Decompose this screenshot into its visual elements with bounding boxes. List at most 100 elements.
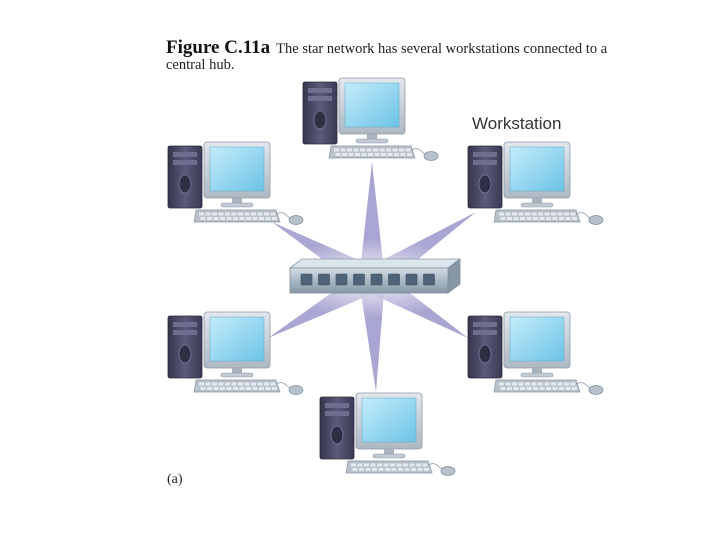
- keyboard-key: [386, 148, 391, 152]
- monitor-neck: [532, 198, 542, 203]
- keyboard-key: [403, 463, 408, 467]
- drive-bay: [473, 152, 497, 157]
- keyboard-key: [374, 153, 380, 156]
- drive-bay: [473, 330, 497, 335]
- keyboard-key: [368, 153, 373, 156]
- keyboard-key: [392, 148, 398, 152]
- mouse-cord: [275, 212, 291, 219]
- keyboard-key: [200, 387, 206, 390]
- tower-panel: [178, 174, 192, 194]
- mouse-cord: [427, 463, 443, 470]
- keyboard-key: [257, 382, 263, 386]
- keyboard-key: [213, 387, 219, 390]
- keyboard-key: [552, 217, 558, 220]
- keyboard-key: [359, 468, 364, 471]
- keyboard-key: [357, 463, 363, 467]
- monitor-neck: [232, 368, 242, 373]
- keyboard-key: [520, 387, 525, 390]
- keyboard-key: [238, 212, 243, 216]
- keyboard-key: [409, 463, 415, 467]
- keyboard-key: [272, 217, 277, 220]
- keyboard-key: [546, 387, 551, 390]
- keyboard-key: [544, 212, 550, 216]
- drive-bay: [473, 322, 497, 327]
- monitor-base: [372, 453, 406, 459]
- keyboard-key: [225, 382, 230, 386]
- keyboard-key: [557, 382, 563, 386]
- keyboard-key: [378, 468, 384, 471]
- drive-bay: [325, 411, 349, 416]
- keyboard-key: [570, 382, 576, 386]
- keyboard-key: [533, 217, 538, 220]
- keyboard-key: [411, 468, 416, 471]
- keyboard-key: [360, 148, 365, 152]
- mouse-cord: [575, 382, 591, 389]
- hub-port: [423, 273, 435, 286]
- keyboard-key: [252, 217, 258, 220]
- keyboard-key: [264, 212, 269, 216]
- keyboard-key: [364, 463, 369, 467]
- hub-port: [405, 273, 418, 286]
- keyboard-key: [525, 382, 530, 386]
- tower-panel: [313, 110, 327, 130]
- keyboard-key: [259, 217, 264, 220]
- keyboard-key: [533, 387, 538, 390]
- keyboard-key: [265, 387, 271, 390]
- monitor-screen: [509, 316, 565, 362]
- keyboard-key: [246, 387, 251, 390]
- hub-front: [289, 267, 449, 294]
- workstation: [302, 77, 439, 161]
- keyboard-key: [387, 153, 393, 156]
- hub-port: [353, 273, 365, 286]
- keyboard-key: [399, 148, 404, 152]
- central-hub: [288, 258, 462, 294]
- drive-bay: [325, 403, 349, 408]
- keyboard-key: [377, 463, 382, 467]
- keyboard-key: [520, 217, 525, 220]
- hub-top: [288, 258, 462, 269]
- keyboard-key: [564, 382, 569, 386]
- keyboard-key: [513, 217, 519, 220]
- keyboard-key: [551, 382, 556, 386]
- keyboard-key: [551, 212, 556, 216]
- keyboard: [193, 209, 281, 223]
- keyboard-key: [513, 387, 519, 390]
- tower-panel: [330, 425, 344, 445]
- workstation-label: Workstation: [472, 114, 562, 133]
- keyboard-key: [518, 382, 524, 386]
- keyboard-key: [539, 217, 545, 220]
- monitor-base: [220, 372, 254, 378]
- keyboard: [328, 145, 416, 159]
- keyboard-key: [246, 217, 251, 220]
- keyboard-key: [231, 382, 237, 386]
- keyboard-key: [526, 217, 532, 220]
- keyboard-key: [512, 382, 517, 386]
- keyboard-key: [199, 382, 204, 386]
- keyboard-key: [422, 463, 428, 467]
- monitor-screen: [209, 316, 265, 362]
- keyboard-key: [226, 217, 232, 220]
- keyboard-key: [379, 148, 385, 152]
- keyboard-key: [352, 468, 358, 471]
- keyboard-key: [531, 382, 537, 386]
- hub-port: [335, 273, 348, 286]
- keyboard-key: [512, 212, 517, 216]
- keyboard-key: [559, 387, 564, 390]
- keyboard-key: [213, 217, 219, 220]
- monitor-base: [520, 372, 554, 378]
- subfigure-label: (a): [167, 472, 183, 487]
- workstations-group: [167, 77, 604, 476]
- mouse: [588, 215, 604, 225]
- drive-bay: [173, 160, 197, 165]
- keyboard-key: [559, 217, 564, 220]
- drive-bay: [308, 88, 332, 93]
- tower-panel: [478, 344, 492, 364]
- caption-text: The star network has several workstation…: [166, 41, 608, 73]
- keyboard-key: [231, 212, 237, 216]
- keyboard-key: [391, 468, 397, 471]
- monitor-screen: [344, 82, 400, 128]
- keyboard-key: [252, 387, 258, 390]
- keyboard-key: [373, 148, 378, 152]
- keyboard-key: [538, 382, 543, 386]
- keyboard-key: [220, 387, 225, 390]
